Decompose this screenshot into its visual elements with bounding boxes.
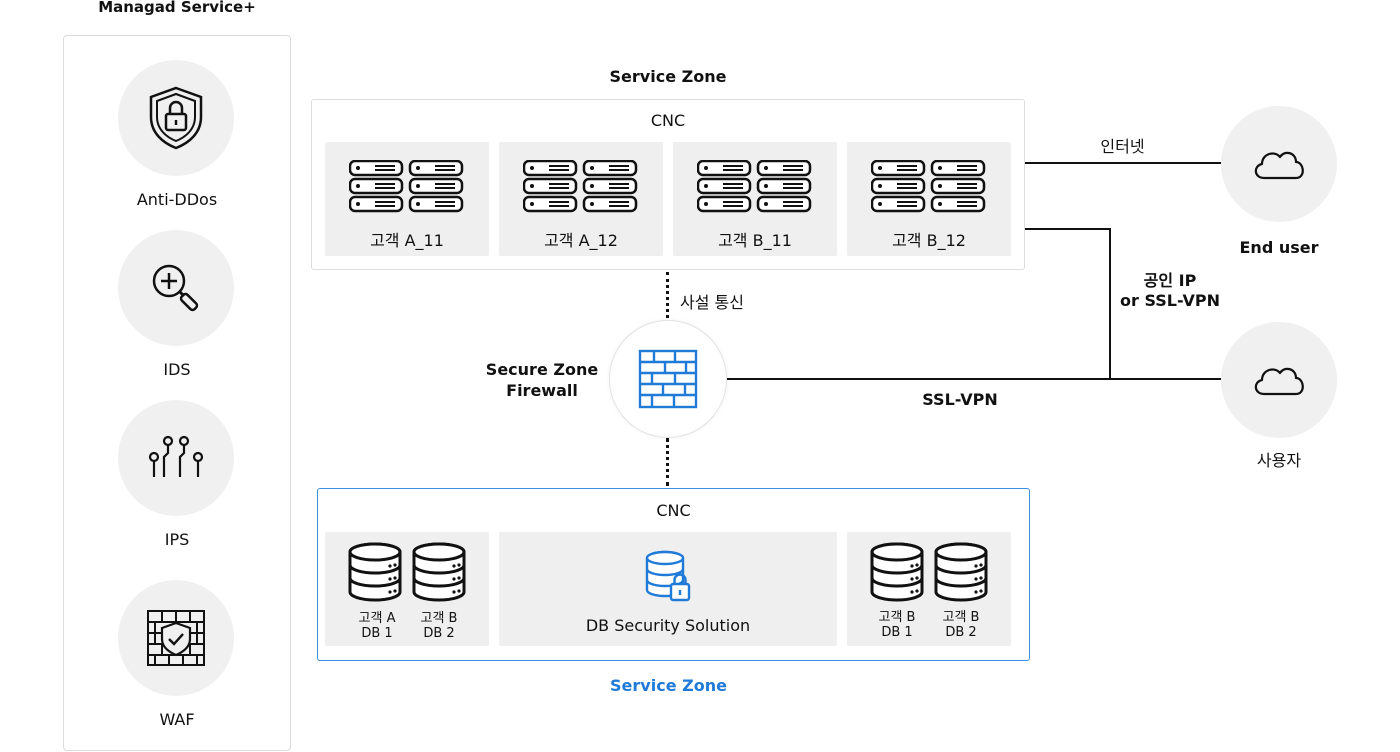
service-zone-bottom-title: Service Zone: [610, 676, 727, 695]
ids-circle[interactable]: [118, 230, 234, 346]
server-card-b11[interactable]: 고객 B_11: [673, 142, 837, 256]
user-label: 사용자: [1256, 451, 1302, 470]
shield-lock-icon: [146, 85, 206, 151]
brick-shield-icon: [146, 609, 206, 667]
ids-label: IDS: [163, 360, 191, 379]
db-security-label: DB Security Solution: [585, 616, 751, 635]
firewall-circle[interactable]: [609, 320, 727, 438]
db-security-card[interactable]: DB Security Solution: [499, 532, 837, 646]
anti-ddos-circle[interactable]: [118, 60, 234, 176]
db-label-line2: DB 2: [945, 625, 977, 640]
internet-line: [1025, 162, 1221, 164]
db-label: 고객 B DB 1: [868, 610, 926, 640]
secure-zone-label: Secure Zone Firewall: [478, 359, 606, 401]
database-icon: [870, 542, 924, 602]
db-label-line2: DB 1: [881, 625, 913, 640]
cloud-icon: [1250, 360, 1308, 400]
server-card-b12[interactable]: 고객 B_12: [847, 142, 1011, 256]
db-label-line1: 고객 B: [878, 610, 916, 625]
server-card-label: 고객 B_12: [892, 231, 966, 250]
service-zone-top-title: Service Zone: [609, 67, 727, 86]
server-icon: [349, 160, 464, 213]
waf-label: WAF: [159, 710, 195, 729]
end-user-circle[interactable]: [1221, 106, 1337, 222]
db-label-line2: DB 1: [361, 626, 393, 641]
secure-zone-line2: Firewall: [506, 381, 578, 400]
user-circle[interactable]: [1221, 322, 1337, 438]
db-label: 고객 A DB 1: [348, 611, 406, 641]
ssl-vpn-label: SSL-VPN: [922, 390, 998, 409]
service-zone-bottom: [317, 488, 1030, 661]
database-icon: [348, 542, 402, 602]
secure-zone-line1: Secure Zone: [485, 360, 599, 379]
end-user-label: End user: [1239, 238, 1319, 257]
public-ip-line1: 공인 IP: [1143, 271, 1197, 290]
public-ip-line2: or SSL-VPN: [1120, 291, 1220, 310]
db-card-right[interactable]: 고객 B DB 1 고객 B DB 2: [847, 532, 1011, 646]
public-ip-line-v: [1109, 228, 1111, 380]
db-label-line1: 고객 A: [358, 611, 396, 626]
db-label: 고객 B DB 2: [410, 611, 468, 641]
server-icon: [523, 160, 638, 213]
database-icon: [934, 542, 988, 602]
waf-circle[interactable]: [118, 580, 234, 696]
db-label-line1: 고객 B: [942, 610, 980, 625]
server-card-label: 고객 A_12: [544, 231, 618, 250]
server-card-label: 고객 A_11: [370, 231, 444, 250]
private-link-top: [666, 272, 669, 318]
db-lock-icon: [645, 550, 693, 604]
server-card-label: 고객 B_11: [718, 231, 792, 250]
cloud-icon: [1250, 144, 1308, 184]
db-label-line1: 고객 B: [420, 611, 458, 626]
server-card-a11[interactable]: 고객 A_11: [325, 142, 489, 256]
server-card-a12[interactable]: 고객 A_12: [499, 142, 663, 256]
anti-ddos-label: Anti-DDos: [136, 190, 218, 209]
firewall-brick-icon: [638, 349, 698, 409]
managed-service-panel: [63, 35, 291, 751]
managed-service-title: Managad Service+: [98, 0, 256, 16]
magnifier-plus-icon: [148, 260, 204, 316]
cnc-bottom-label: CNC: [656, 501, 691, 520]
server-icon: [697, 160, 812, 213]
db-label: 고객 B DB 2: [932, 610, 990, 640]
private-comm-label: 사설 통신: [680, 293, 744, 312]
service-zone-top: [311, 99, 1025, 270]
database-icon: [412, 542, 466, 602]
public-ip-line-h: [1025, 228, 1111, 230]
db-card-left[interactable]: 고객 A DB 1 고객 B DB 2: [325, 532, 489, 646]
public-ip-label: 공인 IP or SSL-VPN: [1110, 271, 1230, 311]
internet-label: 인터넷: [1100, 137, 1145, 156]
private-link-bottom: [666, 438, 669, 486]
server-icon: [871, 160, 986, 213]
cnc-top-label: CNC: [650, 111, 686, 130]
ssl-vpn-line: [727, 378, 1221, 380]
circuit-icon: [146, 435, 206, 481]
db-label-line2: DB 2: [423, 626, 455, 641]
ips-circle[interactable]: [118, 400, 234, 516]
ips-label: IPS: [164, 530, 190, 549]
